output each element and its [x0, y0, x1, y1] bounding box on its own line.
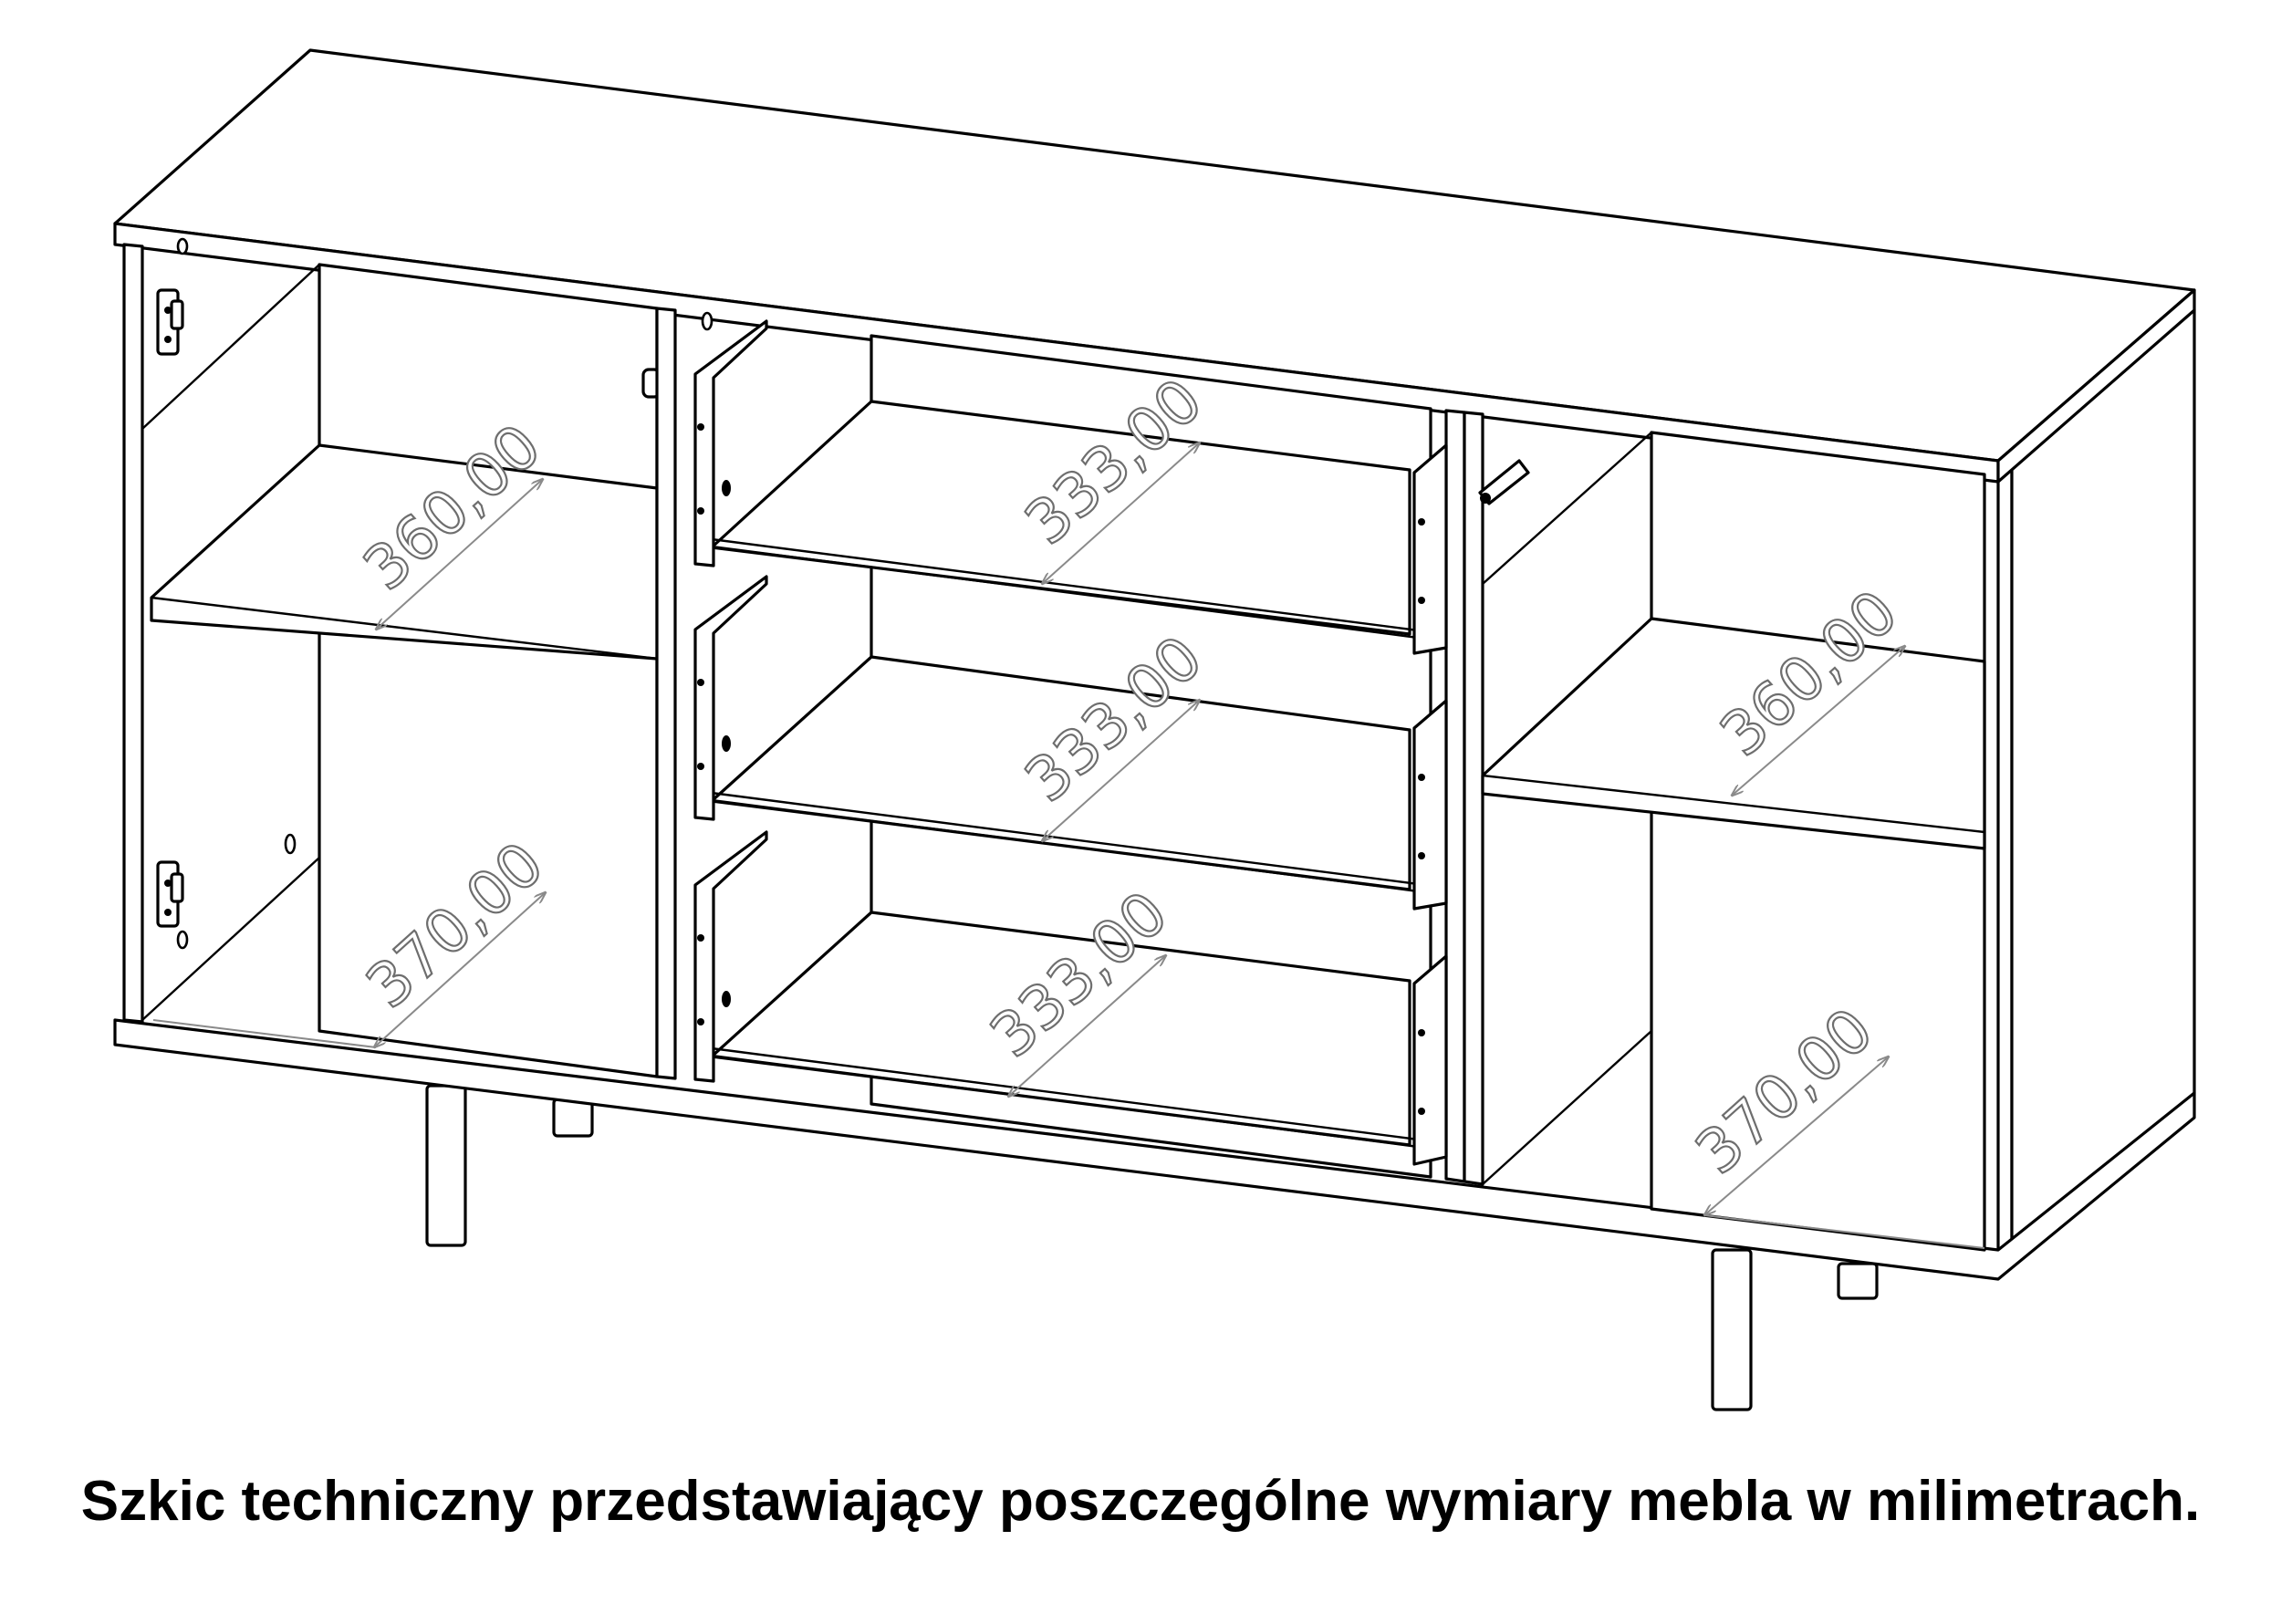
dim-line-right-shelf: [1732, 646, 1905, 796]
sideboard-technical-drawing: 360,00 370,00 333,00 333,00 333,00 360,0…: [113, 48, 2196, 1411]
top-panel: [113, 48, 2196, 484]
dimension-lines: [152, 442, 1985, 1249]
dim-line-drawer-top: [1042, 442, 1200, 584]
bottom-panel: [113, 1018, 2196, 1281]
back-left-leg: [552, 1098, 594, 1138]
dim-line-drawer-bottom: [1008, 955, 1166, 1097]
right-divider: [1444, 409, 1466, 1183]
left-hinge-bottom: [156, 860, 184, 928]
dim-line-right-bottom-edge: [1703, 1214, 1985, 1249]
left-divider: [655, 307, 677, 1080]
back-right-leg: [1837, 1262, 1879, 1300]
legs: [425, 1084, 1879, 1411]
dim-line-left-shelf: [376, 479, 543, 630]
dim-line-left-bottom: [374, 892, 546, 1047]
front-left-leg: [425, 1084, 467, 1247]
right-door-handle: [1478, 459, 1530, 505]
dim-line-right-bottom: [1704, 1057, 1889, 1215]
caption: Szkic techniczny przedstawiający poszcze…: [80, 1470, 2201, 1533]
left-side-panel: [122, 243, 144, 1024]
dim-line-drawer-middle: [1042, 700, 1200, 841]
left-hinge-top: [156, 288, 184, 356]
right-door: [1463, 411, 1484, 1186]
front-right-leg: [1711, 1248, 1753, 1411]
dim-line-left-bottom-edge: [152, 1019, 377, 1048]
